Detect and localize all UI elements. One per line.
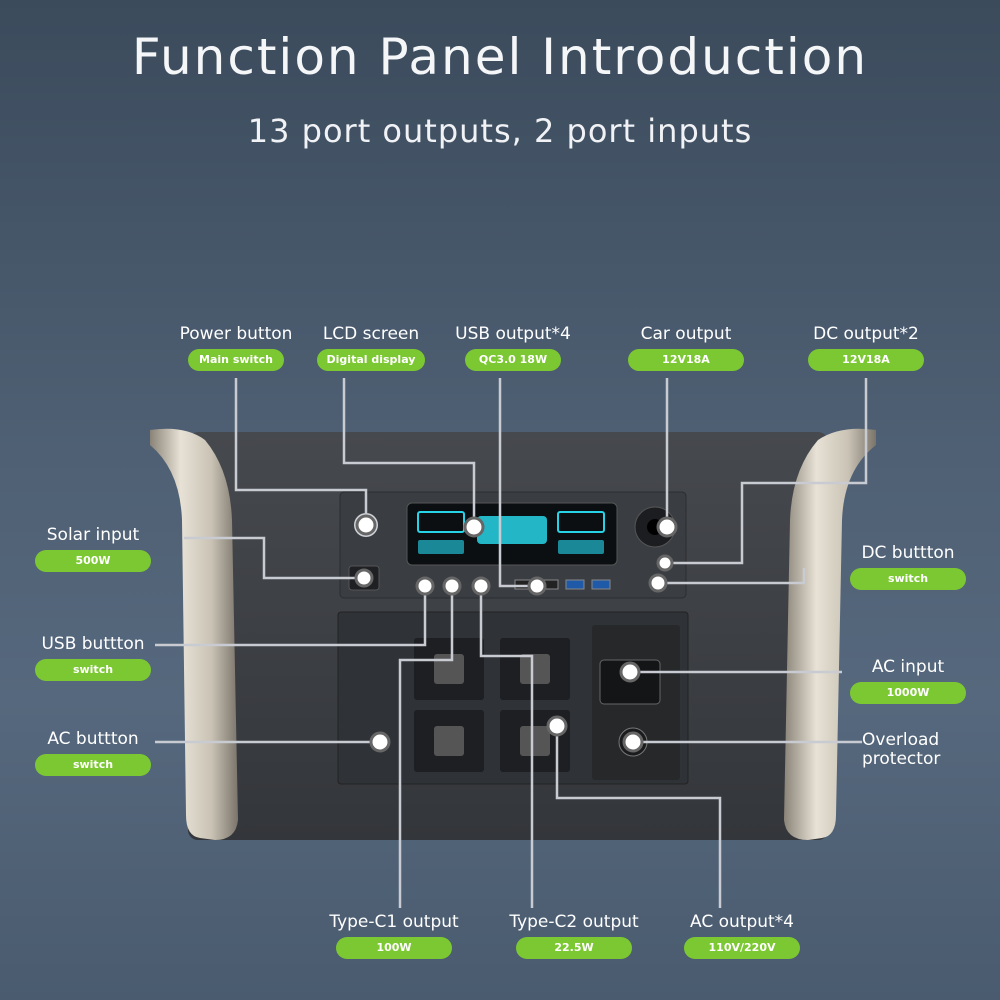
callout-overload-protector: Overload protector xyxy=(862,731,940,769)
lcd-screen-badge: Digital display xyxy=(316,349,426,371)
callout-usb-output: USB output*4 QC3.0 18W xyxy=(428,324,598,371)
left-handle xyxy=(150,428,238,840)
ac-input-badge: 1000W xyxy=(850,682,966,704)
dc-button-badge: switch xyxy=(850,568,966,590)
car-output-label: Car output xyxy=(640,324,732,344)
usb-output-badge: QC3.0 18W xyxy=(465,349,561,371)
callout-solar-input: Solar input 500W xyxy=(34,525,152,572)
callout-ac-output: AC output*4 110V/220V xyxy=(672,912,812,959)
ac-button-badge: switch xyxy=(35,754,151,776)
dc-output-label: DC output*2 xyxy=(813,324,919,344)
usb-button-label: USB buttton xyxy=(41,634,145,654)
lcd-screen-label: LCD screen xyxy=(322,324,420,344)
overload-protector-line2: protector xyxy=(862,749,941,769)
solar-input-label: Solar input xyxy=(46,525,140,545)
callout-typec1-output: Type-C1 output 100W xyxy=(312,912,476,959)
callout-dc-output: DC output*2 12V18A xyxy=(796,324,936,371)
power-button-label: Power button xyxy=(179,324,293,344)
callout-ac-input: AC input 1000W xyxy=(846,657,970,704)
ac-button-label: AC buttton xyxy=(47,729,139,749)
car-output-badge: 12V18A xyxy=(628,349,744,371)
callout-ac-button: AC buttton switch xyxy=(30,729,156,776)
callout-dc-button: DC buttton switch xyxy=(846,543,970,590)
ac-output-badge: 110V/220V xyxy=(684,937,800,959)
typec1-output-badge: 100W xyxy=(336,937,452,959)
dc-button-label: DC buttton xyxy=(861,543,955,563)
callout-usb-button: USB buttton switch xyxy=(26,634,160,681)
callout-power-button: Power button Main switch xyxy=(146,324,326,371)
typec1-output-label: Type-C1 output xyxy=(329,912,459,932)
page-subtitle: 13 port outputs, 2 port inputs xyxy=(247,112,753,150)
power-button-badge: Main switch xyxy=(188,349,284,371)
dc-output-badge: 12V18A xyxy=(808,349,924,371)
typec2-output-label: Type-C2 output xyxy=(509,912,639,932)
typec2-output-badge: 22.5W xyxy=(516,937,632,959)
ac-input-label: AC input xyxy=(871,657,945,677)
ac-output-label: AC output*4 xyxy=(690,912,794,932)
usb-button-badge: switch xyxy=(35,659,151,681)
callout-car-output: Car output 12V18A xyxy=(612,324,760,371)
callout-typec2-output: Type-C2 output 22.5W xyxy=(492,912,656,959)
callout-lcd-screen: LCD screen Digital display xyxy=(296,324,446,371)
right-handle xyxy=(784,428,876,840)
solar-input-badge: 500W xyxy=(35,550,151,572)
usb-output-label: USB output*4 xyxy=(455,324,571,344)
page-title: Function Panel Introduction xyxy=(131,28,869,86)
overload-protector-line1: Overload xyxy=(862,730,940,750)
